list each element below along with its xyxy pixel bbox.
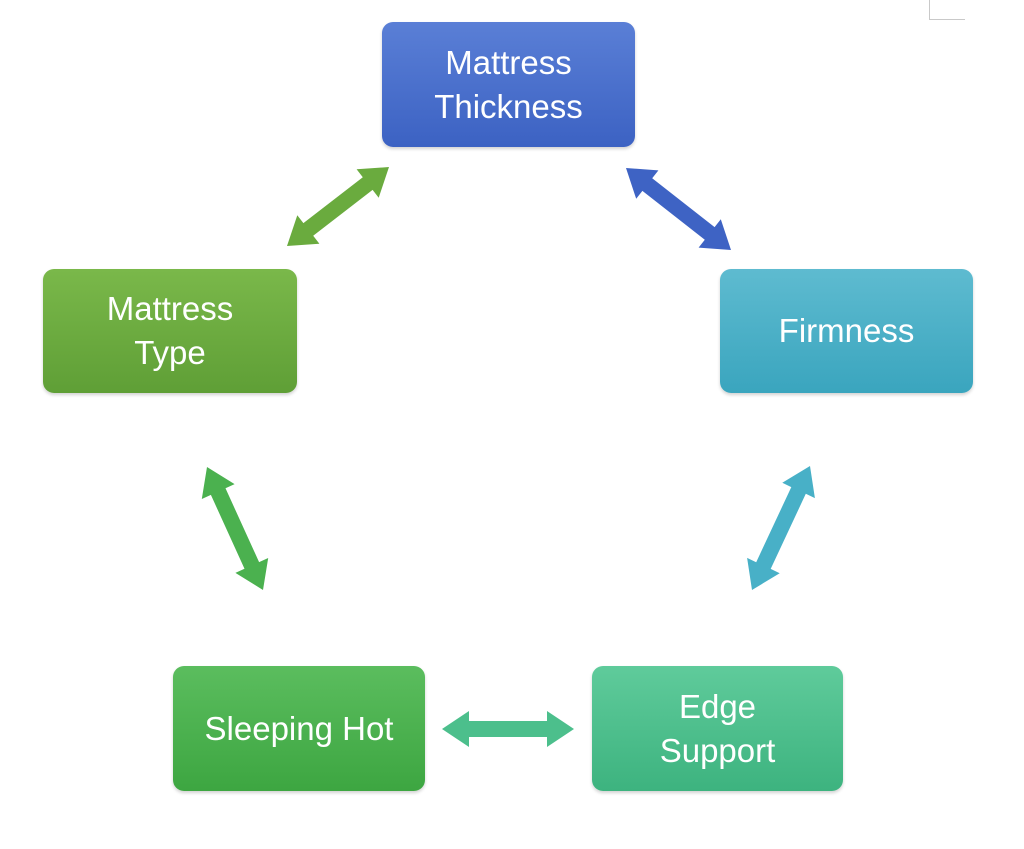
node-label-line: Mattress (106, 290, 234, 327)
node-label-line: Support (659, 731, 776, 769)
node-edge-support: Edge Support (592, 666, 843, 791)
node-sleeping-hot: Sleeping Hot (173, 666, 425, 791)
arrow-firmness-edge (747, 466, 815, 590)
node-label-line: Firmness (778, 312, 915, 349)
node-label-line: Sleeping Hot (204, 709, 394, 747)
node-label-line: Type (134, 334, 206, 371)
node-firmness: Firmness (720, 269, 973, 393)
corner-mark (929, 0, 965, 20)
node-mattress-type: Mattress Type (43, 269, 297, 393)
arrow-hot-edge (442, 711, 574, 747)
arrow-thickness-firmness (626, 168, 731, 250)
node-label-line: Edge (678, 687, 757, 725)
arrow-type-thickness (287, 167, 389, 246)
node-label-line: Mattress (445, 43, 572, 81)
node-label-line: Thickness (434, 87, 583, 125)
arrow-type-hot (201, 467, 269, 590)
node-mattress-thickness: Mattress Thickness (382, 22, 635, 147)
